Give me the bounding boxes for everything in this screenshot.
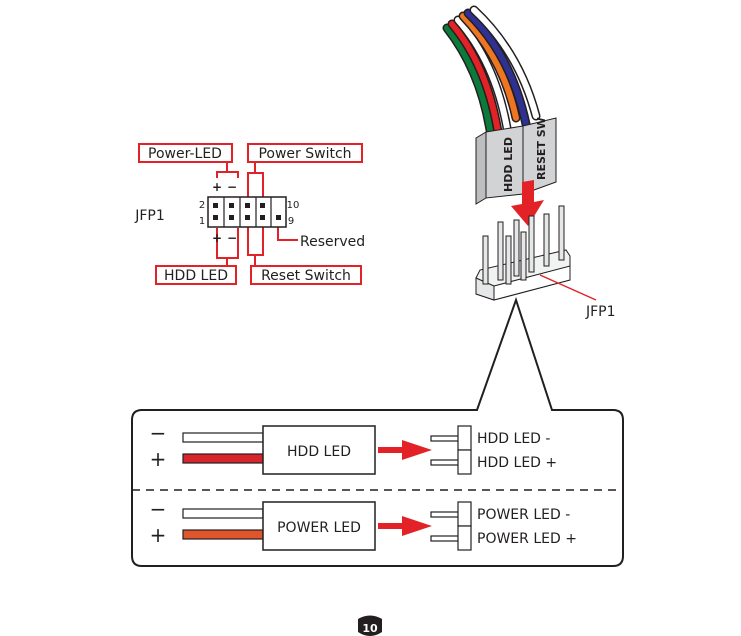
power-led-minus-pin-label: POWER LED - <box>477 507 570 523</box>
reset-switch-label: Reset Switch <box>261 268 351 284</box>
power-led-plug <box>262 501 376 551</box>
hdd-led-plug <box>262 425 376 475</box>
jfp1-header-label: JFP1 <box>585 304 616 320</box>
power-led-label-box <box>138 143 233 163</box>
jfp1-label: JFP1 <box>134 208 165 224</box>
power-minus-sign: − <box>150 497 167 521</box>
hdd-pin-pair <box>430 425 472 475</box>
cable-illustration: HDD LED RESET SW JFP1 <box>442 5 616 320</box>
hdd-minus-wire <box>182 432 264 443</box>
power-led-plus-pin-label: POWER LED + <box>477 531 577 547</box>
pinout-schematic: Power-LED Power Switch HDD LED Reset Swi… <box>134 143 365 285</box>
pin-number-10: 10 <box>287 200 300 211</box>
power-led-plus: + <box>212 180 222 194</box>
power-plus-sign: + <box>150 523 167 547</box>
hdd-led-minus-pin-label: HDD LED - <box>477 431 550 447</box>
power-plus-wire <box>182 529 264 540</box>
jfp1-pointer-line <box>539 274 597 301</box>
power-led-label: Power-LED <box>148 146 222 162</box>
reserved-label: Reserved <box>300 234 365 250</box>
hdd-plus-wire <box>182 453 264 464</box>
page-number: 10 <box>362 622 378 635</box>
pin-header <box>207 196 287 228</box>
hdd-led-label-box <box>155 265 237 285</box>
hdd-led-connector-label: HDD LED <box>502 137 515 192</box>
hdd-led-minus: − <box>227 231 237 245</box>
reset-sw-connector-label: RESET SW <box>535 117 548 180</box>
hdd-led-row: − + HDD LED HDD LED - HDD LED + <box>150 421 557 475</box>
hdd-led-plus: + <box>212 231 222 245</box>
insert-arrow-icon <box>511 180 544 226</box>
page-number-badge: 10 <box>358 615 382 636</box>
jfp1-header-3d <box>475 205 571 301</box>
power-led-row: − + POWER LED POWER LED - POWER LED + <box>150 497 577 551</box>
hdd-led-plug-label: HDD LED <box>287 444 351 460</box>
reset-switch-label-box <box>250 265 362 285</box>
power-arrow-icon <box>378 516 432 536</box>
power-led-minus: − <box>227 180 237 194</box>
hdd-led-plus-pin-label: HDD LED + <box>477 455 557 471</box>
pin-number-1: 1 <box>199 216 205 227</box>
hdd-minus-sign: − <box>150 421 167 445</box>
hdd-arrow-icon <box>378 440 432 460</box>
power-switch-label: Power Switch <box>258 146 351 162</box>
power-minus-wire <box>182 508 264 519</box>
power-pin-pair <box>430 501 472 551</box>
power-switch-label-box <box>247 143 363 163</box>
hdd-led-label: HDD LED <box>164 268 228 284</box>
pin-number-2: 2 <box>199 200 205 211</box>
power-led-plug-label: POWER LED <box>277 520 361 536</box>
detail-callout: − + HDD LED HDD LED - HDD LED + − + <box>131 296 624 567</box>
hdd-plus-sign: + <box>150 447 167 471</box>
shield-icon <box>358 615 382 636</box>
pin-number-9: 9 <box>288 216 294 227</box>
